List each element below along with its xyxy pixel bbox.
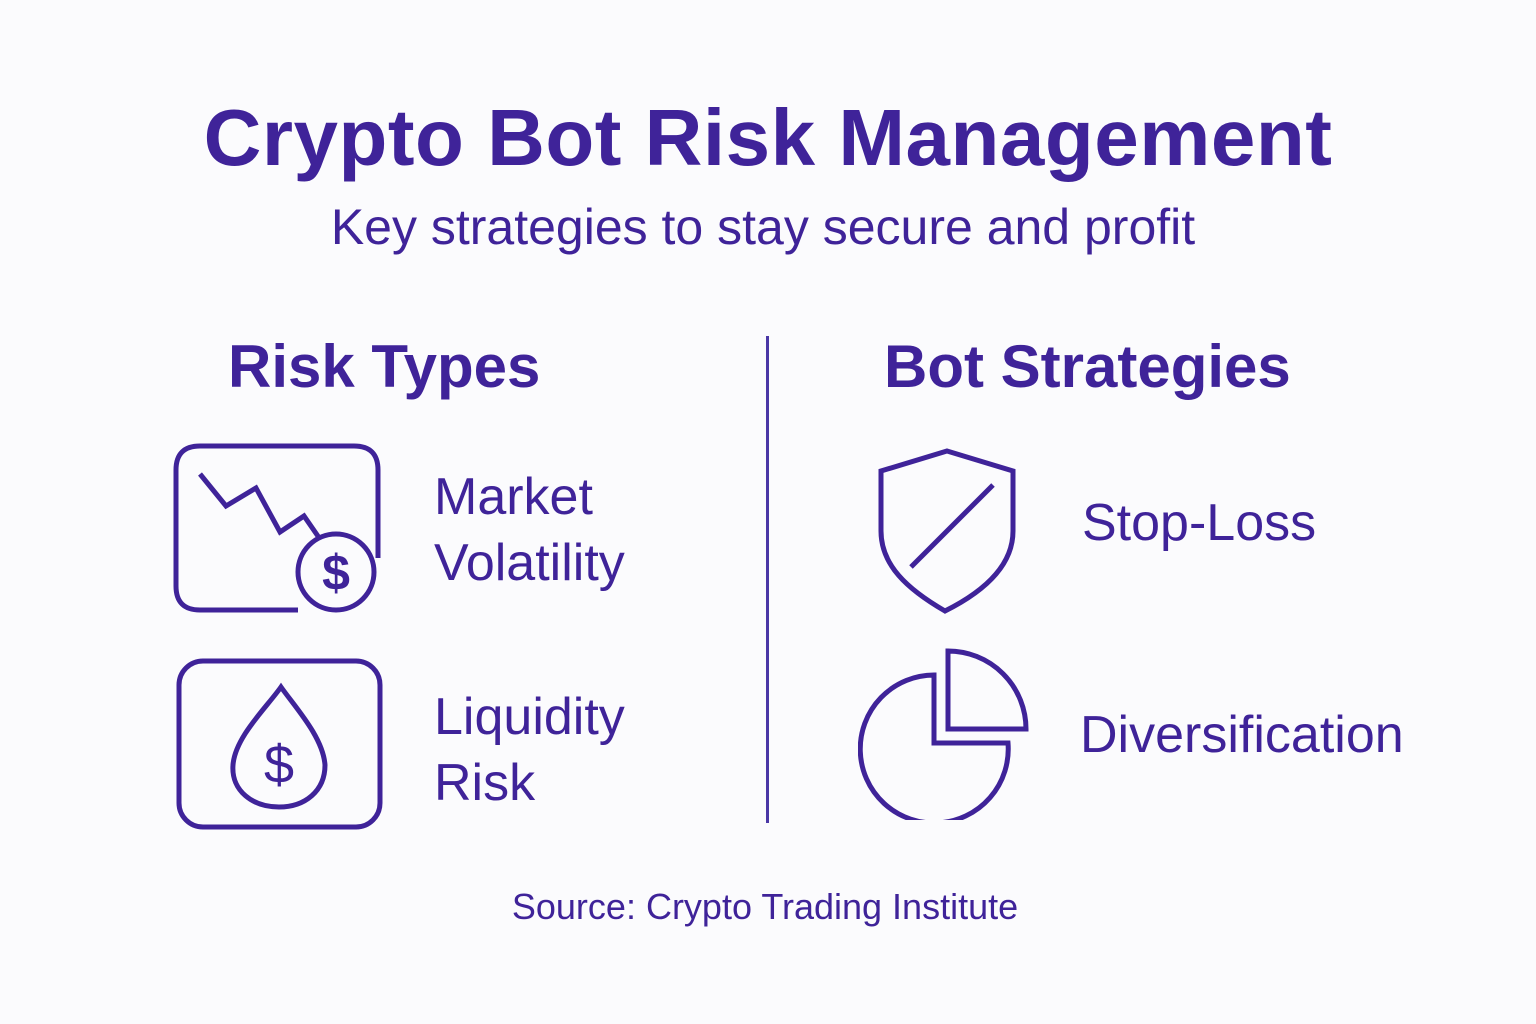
droplet-dollar-icon: $ <box>176 658 383 830</box>
svg-text:$: $ <box>264 735 294 795</box>
chart-down-dollar-icon: $ <box>173 443 381 613</box>
strategy-item-stop-loss: Stop-Loss <box>1082 494 1317 552</box>
shield-icon <box>878 448 1016 614</box>
svg-text:$: $ <box>322 545 350 601</box>
page-subtitle: Key strategies to stay secure and profit <box>330 199 1196 255</box>
source-citation: Source: Crypto Trading Institute <box>511 886 1019 927</box>
section-divider <box>766 336 769 823</box>
pie-chart-icon <box>858 648 1029 820</box>
risk-item-market-volatility: Market Volatility <box>434 464 625 596</box>
risk-item-liquidity-risk: Liquidity Risk <box>434 684 625 816</box>
label-line: Liquidity <box>434 688 625 746</box>
page-title: Crypto Bot Risk Management <box>203 93 1333 182</box>
label-line: Volatility <box>434 534 625 592</box>
section-heading-risk-types: Risk Types <box>228 333 541 400</box>
label-line: Risk <box>434 754 536 812</box>
strategy-item-diversification: Diversification <box>1080 706 1404 764</box>
section-heading-bot-strategies: Bot Strategies <box>884 333 1291 400</box>
label-line: Market <box>434 468 593 526</box>
